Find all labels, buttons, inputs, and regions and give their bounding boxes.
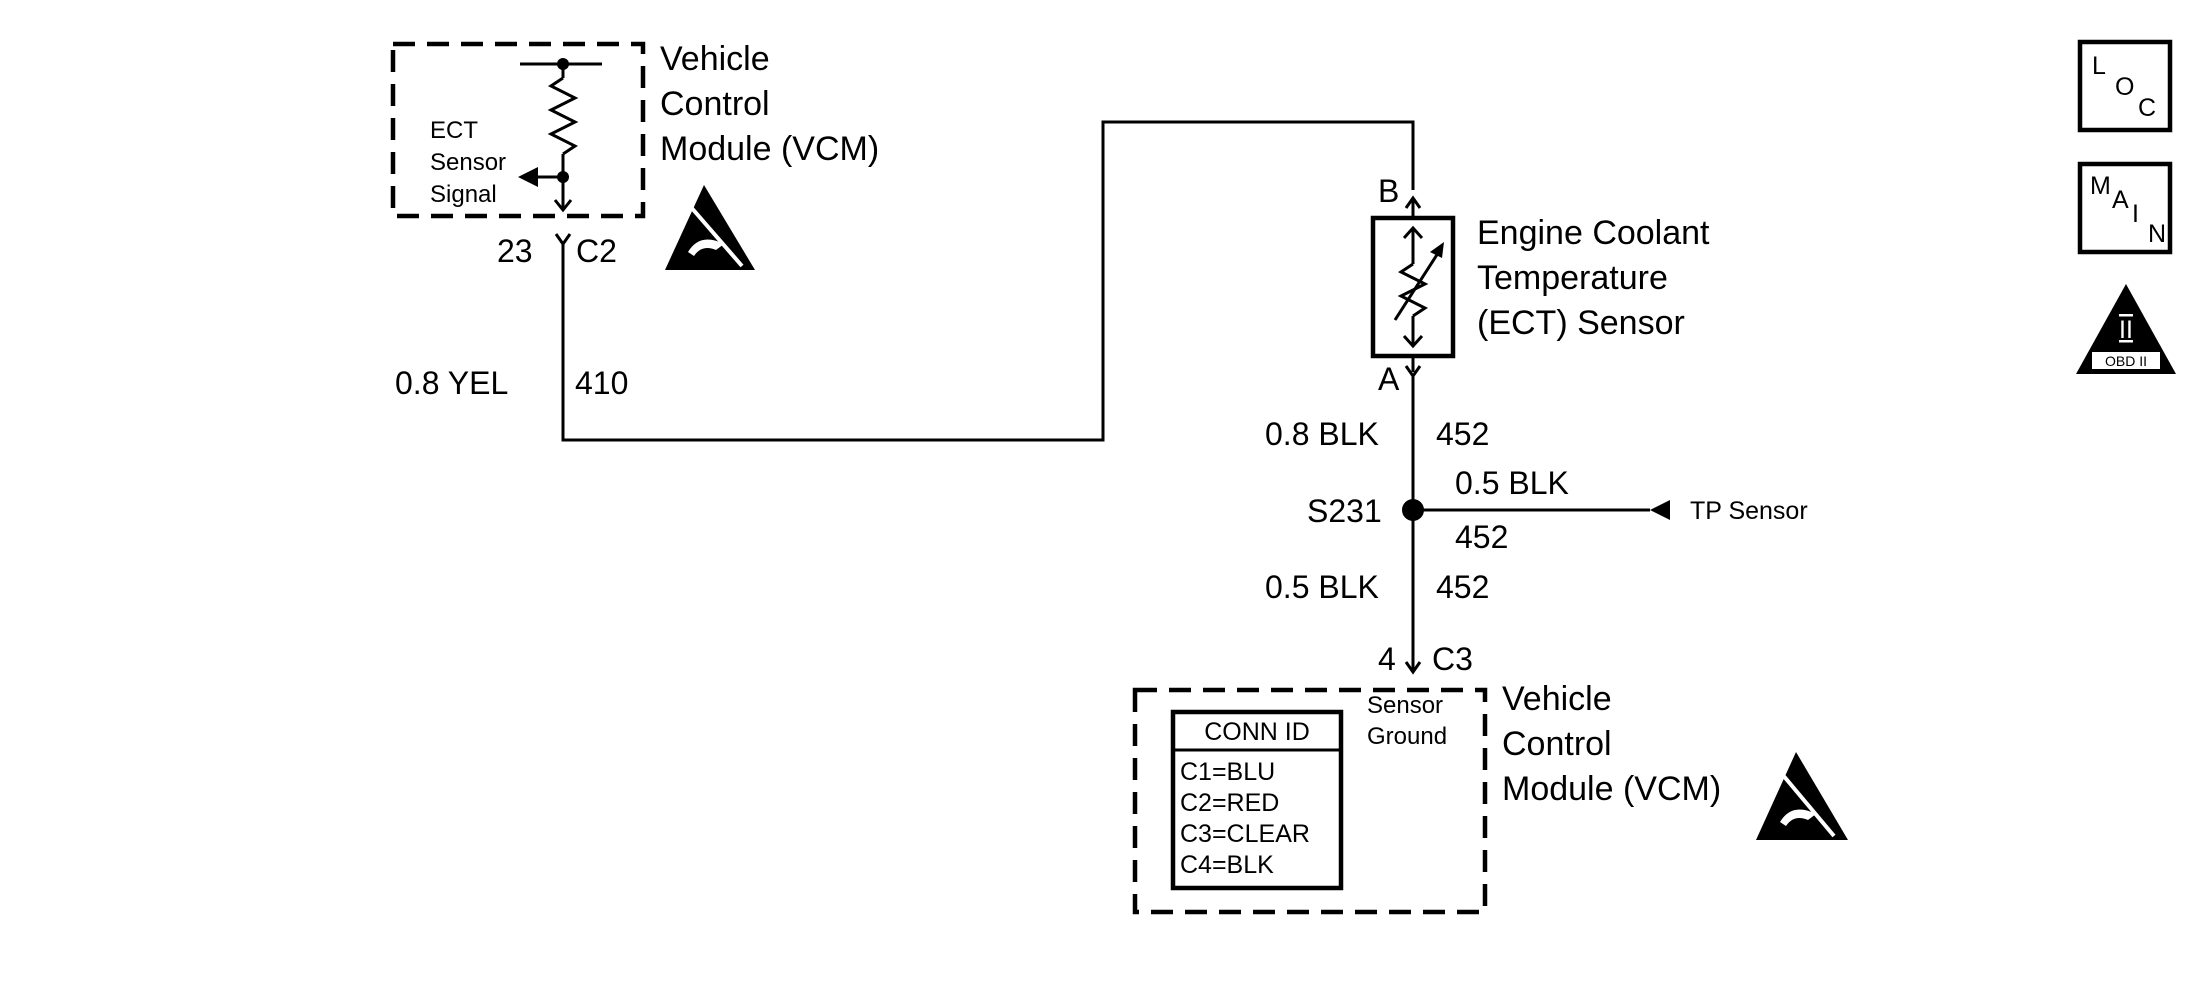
conn-id-entry-c2: C2=RED bbox=[1180, 789, 1279, 817]
esd-warning-icon-bottom bbox=[1756, 752, 1848, 840]
conn-id-entry-c3: C3=CLEAR bbox=[1180, 820, 1310, 848]
tp-sensor-label: TP Sensor bbox=[1690, 497, 1808, 525]
connector-c3-pin-symbol bbox=[1404, 661, 1422, 675]
loc-letter-c: C bbox=[2138, 94, 2156, 122]
sensor-ground-line-1: Sensor bbox=[1367, 692, 1443, 719]
conn-id-entry-c1: C1=BLU bbox=[1180, 758, 1275, 786]
vcm-top-signal-line-2: Sensor bbox=[430, 149, 506, 176]
vcm-top-title-line-2: Control bbox=[660, 85, 770, 123]
main-letter-a: A bbox=[2112, 186, 2129, 214]
connector-c2-label: C2 bbox=[576, 233, 617, 269]
loc-letter-o: O bbox=[2115, 73, 2134, 101]
vcm-bottom-title-line-2: Control bbox=[1502, 725, 1612, 763]
main-icon[interactable]: M A I N bbox=[2077, 161, 2173, 255]
connector-c3-label: C3 bbox=[1432, 641, 1473, 677]
obd-ii-label: OBD II bbox=[2105, 353, 2147, 369]
ect-title-line-1: Engine Coolant bbox=[1477, 214, 1710, 252]
wire-410-circuit: 410 bbox=[575, 365, 628, 401]
pin-23-label: 23 bbox=[497, 233, 533, 269]
main-letter-m: M bbox=[2090, 172, 2111, 200]
loc-icon[interactable]: L O C bbox=[2077, 39, 2173, 133]
obd-ii-icon[interactable]: II OBD II bbox=[2076, 284, 2176, 374]
main-letter-i: I bbox=[2132, 200, 2139, 228]
wire-452-lower-circuit: 452 bbox=[1436, 569, 1489, 605]
main-letter-n: N bbox=[2148, 220, 2166, 248]
sensor-ground-line-2: Ground bbox=[1367, 723, 1447, 750]
esd-warning-icon-top bbox=[665, 185, 755, 270]
vcm-top-signal-line-3: Signal bbox=[430, 181, 497, 208]
ect-title-line-3: (ECT) Sensor bbox=[1477, 304, 1685, 342]
conn-id-entry-c4: C4=BLK bbox=[1180, 851, 1274, 879]
tp-branch-arrow bbox=[1650, 500, 1670, 520]
connector-c2-pin-symbol bbox=[554, 233, 572, 247]
vcm-bottom-title-line-1: Vehicle bbox=[1502, 680, 1612, 718]
wire-410-gauge-color: 0.8 YEL bbox=[395, 365, 508, 401]
vcm-top-pullup-resistor bbox=[518, 58, 602, 213]
vcm-bottom-module-outline bbox=[1132, 687, 1488, 915]
tp-branch-circuit: 452 bbox=[1455, 519, 1508, 555]
wire-410 bbox=[561, 120, 1415, 442]
ect-pin-b-label: B bbox=[1378, 173, 1399, 209]
wire-452-upper-circuit: 452 bbox=[1436, 416, 1489, 452]
ect-title-line-2: Temperature bbox=[1477, 259, 1668, 297]
pin-4-label: 4 bbox=[1378, 641, 1396, 677]
vcm-top-title-line-1: Vehicle bbox=[660, 40, 770, 78]
splice-s231-label: S231 bbox=[1307, 493, 1382, 529]
conn-id-table: CONN ID C1=BLU C2=RED C3=CLEAR C4=BLK bbox=[1170, 709, 1344, 891]
vcm-bottom-title-line-3: Module (VCM) bbox=[1502, 770, 1721, 808]
vcm-top-module-outline bbox=[390, 41, 646, 219]
tp-branch-gauge-color: 0.5 BLK bbox=[1455, 465, 1569, 501]
thermistor-symbol bbox=[1393, 225, 1444, 349]
vcm-top-title-line-3: Module (VCM) bbox=[660, 130, 879, 168]
conn-id-header: CONN ID bbox=[1204, 718, 1310, 746]
obd-ii-numeral: II bbox=[2119, 316, 2133, 344]
ect-pin-a-label: A bbox=[1378, 361, 1400, 397]
wire-452-upper-gauge-color: 0.8 BLK bbox=[1265, 416, 1379, 452]
vcm-top-signal-line-1: ECT bbox=[430, 117, 478, 144]
loc-letter-l: L bbox=[2092, 52, 2106, 80]
wire-452-lower-gauge-color: 0.5 BLK bbox=[1265, 569, 1379, 605]
